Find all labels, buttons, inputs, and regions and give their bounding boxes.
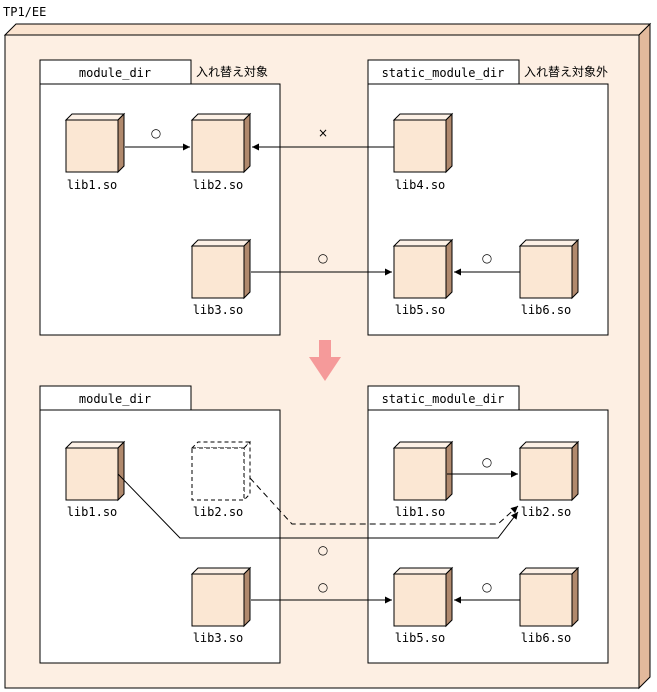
top-mark-lib4-lib2: × (318, 126, 328, 140)
top-lib2-label: lib2.so (193, 178, 244, 192)
bottom-static-lib2-cube (518, 440, 580, 502)
bottom-static-lib5-cube (392, 566, 454, 628)
bottom-mark-mlib1-slib2: ○ (318, 543, 328, 557)
bottom-static-lib1-cube (392, 440, 454, 502)
bottom-module-lib3-cube (190, 566, 252, 628)
top-lib5-cube (392, 238, 454, 300)
top-mark-lib3-lib5: ○ (318, 251, 328, 265)
bottom-mark-slib1-slib2: ○ (482, 455, 492, 469)
bottom-static-lib2-label: lib2.so (521, 505, 572, 519)
bottom-module-lib2-removed-cube (190, 440, 252, 502)
bottom-dashed-link-removed-lib2 (249, 477, 519, 525)
top-lib5-label: lib5.so (395, 303, 446, 317)
top-mark-lib6-lib5: ○ (482, 251, 492, 265)
top-lib1-cube (64, 112, 126, 174)
bottom-module-lib1-cube (64, 440, 126, 502)
bottom-static-lib5-label: lib5.so (395, 631, 446, 645)
top-lib6-label: lib6.so (521, 303, 572, 317)
top-module-dir-note: 入れ替え対象 (196, 65, 268, 79)
bottom-static-lib1-label: lib1.so (395, 505, 446, 519)
bottom-static-dir-label: static_module_dir (382, 392, 505, 406)
transition-down-arrow-icon (309, 340, 341, 381)
bottom-mark-mlib3-slib5: ○ (318, 580, 328, 594)
bottom-arrow-mlib1-slib2 (117, 473, 519, 539)
bottom-static-lib6-label: lib6.so (521, 631, 572, 645)
bottom-module-lib2-label: lib2.so (193, 505, 244, 519)
bottom-mark-slib6-slib5: ○ (482, 580, 492, 594)
top-lib2-cube (190, 112, 252, 174)
top-module-dir-label: module_dir (79, 66, 151, 80)
top-lib1-label: lib1.so (67, 178, 118, 192)
top-static-dir-label: static_module_dir (382, 66, 505, 80)
top-lib4-label: lib4.so (395, 178, 446, 192)
bottom-static-lib6-cube (518, 566, 580, 628)
bottom-module-lib3-label: lib3.so (193, 631, 244, 645)
page-title: TP1/EE (3, 5, 46, 19)
top-lib6-cube (518, 238, 580, 300)
bottom-module-dir-label: module_dir (79, 392, 151, 406)
top-lib3-cube (190, 238, 252, 300)
bottom-module-lib1-label: lib1.so (67, 505, 118, 519)
top-lib4-cube (392, 112, 454, 174)
top-static-dir-note: 入れ替え対象外 (524, 65, 608, 79)
top-mark-lib1-lib2: ○ (151, 126, 161, 140)
top-lib3-label: lib3.so (193, 303, 244, 317)
